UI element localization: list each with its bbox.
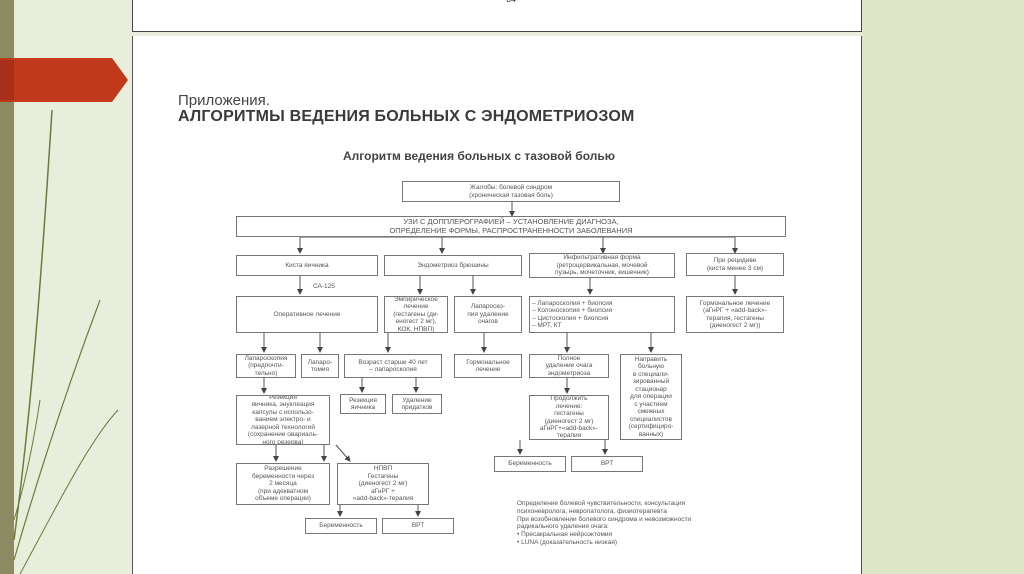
refer-specialized-box: Направить больную в специали- зированный… xyxy=(620,354,682,440)
decor-curve xyxy=(13,299,101,561)
laparoscopy-removal-box: Лапароско- пия удаление очагов xyxy=(454,296,522,333)
age-over-40-box: Возраст старше 40 лет – лапароскопия xyxy=(344,354,442,378)
peritoneal-endometriosis-box: Эндометриоз брюшины xyxy=(384,255,522,276)
complaints-box: Жалобы: болевой синдром (хроническая таз… xyxy=(402,181,620,202)
decor-curve xyxy=(13,109,53,541)
appendix-title: Приложения. xyxy=(178,92,270,109)
empiric-treatment-box: Эмпирическое лечение (гестагены (ди- ено… xyxy=(384,296,448,333)
bottom-note: Определение болевой чувствительности, ко… xyxy=(517,500,692,546)
algorithm-subtitle: Алгоритм ведения больных с тазовой болью xyxy=(343,149,615,163)
uzi-diagnosis-box: УЗИ С ДОППЛЕРОГРАФИЕЙ – УСТАНОВЛЕНИЕ ДИА… xyxy=(236,216,786,237)
operative-treatment-box: Оперативное лечение xyxy=(236,296,378,333)
decor-curve xyxy=(19,409,119,574)
decor-curve xyxy=(13,399,41,521)
continue-treatment-box: Продолжить лечение: гестагены (диеногест… xyxy=(529,395,609,440)
pregnancy-box-right: Беременность xyxy=(494,456,566,472)
infiltrative-diagnostics-box: – Лапароскопия + биопсия – Колоноскопия … xyxy=(529,296,675,333)
left-decor-band xyxy=(0,0,14,574)
hormonal-relapse-box: Гормональное лечение (аГнРГ + «add-back»… xyxy=(686,296,784,333)
page-number: 64 xyxy=(506,0,516,4)
art-box-left: ВРТ xyxy=(382,518,454,534)
ovary-resection-detail-box: Резекция яичника, энуклеация капсулы с и… xyxy=(236,395,330,445)
red-arrow-tab xyxy=(0,58,128,102)
slide-decoration xyxy=(0,58,128,574)
pregnancy-box-left: Беременность xyxy=(305,518,377,534)
laparoscopy-preferred-box: Лапароскопия (предпочти- тельно) xyxy=(236,354,296,378)
relapse-box: При рецидиве (киста менее 3 см) xyxy=(686,253,784,276)
full-removal-box: Полное удаление очага эндометриоза xyxy=(529,354,609,378)
pregnancy-permission-box: Разрешение беременности через 2 месяца (… xyxy=(236,463,330,505)
algorithms-title: АЛГОРИТМЫ ВЕДЕНИЯ БОЛЬНЫХ С ЭНДОМЕТРИОЗО… xyxy=(178,108,635,125)
red-arrow-tab-dark xyxy=(0,60,14,100)
infiltrative-form-box: Инфильтративная форма (ретроцервикальная… xyxy=(529,253,675,278)
laparotomy-box: Лапаро- томия xyxy=(301,354,339,378)
ca125-label: СА-125 xyxy=(313,283,335,290)
adnex-removal-box: Удаление придатков xyxy=(392,394,442,414)
ovarian-cyst-box: Киста яичника xyxy=(236,255,378,276)
npvp-gestagens-box: НПВП Гестагены (диеногест 2 мг) аГнРГ + … xyxy=(337,463,429,505)
ovary-resection-box: Резекция яичника xyxy=(340,394,386,414)
art-box-right: ВРТ xyxy=(571,456,643,472)
right-decor-band xyxy=(862,0,1024,574)
hormonal-treatment-box: Гормональное лечение xyxy=(454,354,522,378)
previous-page-fragment: 64 xyxy=(132,0,862,32)
